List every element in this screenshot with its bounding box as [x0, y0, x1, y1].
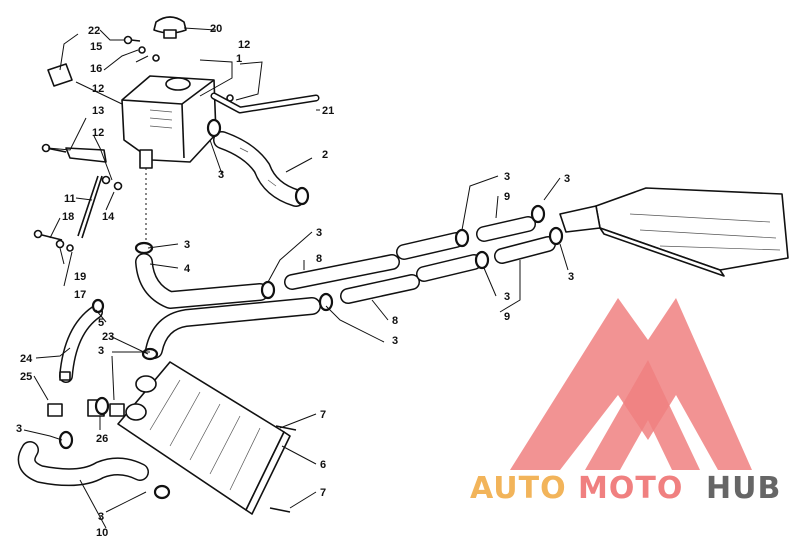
callout-12-mid: 12	[92, 83, 104, 95]
callout-11: 11	[64, 193, 76, 205]
watermark-hub: HUB	[706, 471, 781, 506]
callout-3-mid: 3	[316, 227, 322, 239]
callout-3-bottom-mid: 3	[504, 291, 510, 303]
callout-3-far-right: 3	[564, 173, 570, 185]
callout-16: 16	[90, 63, 102, 75]
callout-22: 22	[88, 25, 100, 37]
tubes-8	[284, 232, 482, 304]
hose-10	[17, 441, 149, 487]
callout-3-right: 3	[504, 171, 510, 183]
callout-25: 25	[20, 371, 32, 383]
callout-18: 18	[62, 211, 74, 223]
decal	[47, 63, 73, 87]
watermark-logo: AUTO MOTO HUB	[470, 298, 781, 506]
callout-24: 24	[20, 353, 33, 365]
callout-7-upper: 7	[320, 409, 326, 421]
callout-17: 17	[74, 289, 86, 301]
callout-12-top: 12	[238, 39, 250, 51]
callout-23: 23	[102, 331, 114, 343]
screws-7	[269, 425, 297, 513]
callout-12-bracket: 12	[92, 127, 104, 139]
hose-clamps	[58, 118, 564, 500]
leader-lines	[23, 27, 569, 529]
callout-2: 2	[322, 149, 328, 161]
callout-5: 5	[98, 317, 104, 329]
callout-3-lower-right: 3	[568, 271, 574, 283]
radiator	[117, 361, 291, 515]
callout-26: 26	[96, 433, 108, 445]
callout-3-left: 3	[16, 423, 22, 435]
callout-6: 6	[320, 459, 326, 471]
hose-2	[213, 131, 305, 207]
callout-10: 10	[96, 527, 108, 539]
callout-8-lower: 8	[392, 315, 398, 327]
callout-3-bottom: 3	[98, 511, 104, 523]
hose-24	[59, 305, 103, 383]
callout-9-upper: 9	[504, 191, 510, 203]
callout-3-radiator: 3	[98, 345, 104, 357]
callout-7-lower: 7	[320, 487, 326, 499]
heat-exchanger	[559, 187, 789, 277]
hose-4	[135, 253, 321, 359]
callout-3-reservoir: 3	[218, 169, 224, 181]
tubes-9	[476, 216, 556, 264]
callout-3-lower: 3	[392, 335, 398, 347]
watermark-moto: MOTO	[578, 471, 683, 506]
watermark-auto: AUTO	[470, 471, 567, 506]
callout-labels: 20 1 12 22 15 16 12 21 2 3 13 12 14 11 1…	[16, 23, 574, 539]
callout-8-upper: 8	[316, 253, 322, 265]
callout-4: 4	[184, 263, 191, 275]
callout-9-lower: 9	[504, 311, 510, 323]
callout-19: 19	[74, 271, 86, 283]
callout-1: 1	[236, 53, 242, 65]
coolant-reservoir	[121, 75, 217, 240]
radiator-cap	[153, 16, 187, 39]
callout-13: 13	[92, 105, 104, 117]
overflow-tube	[210, 92, 320, 114]
callout-15: 15	[90, 41, 102, 53]
callout-21: 21	[322, 105, 334, 117]
callout-20: 20	[210, 23, 222, 35]
callout-3-hose4: 3	[184, 239, 190, 251]
callout-14: 14	[102, 211, 115, 223]
